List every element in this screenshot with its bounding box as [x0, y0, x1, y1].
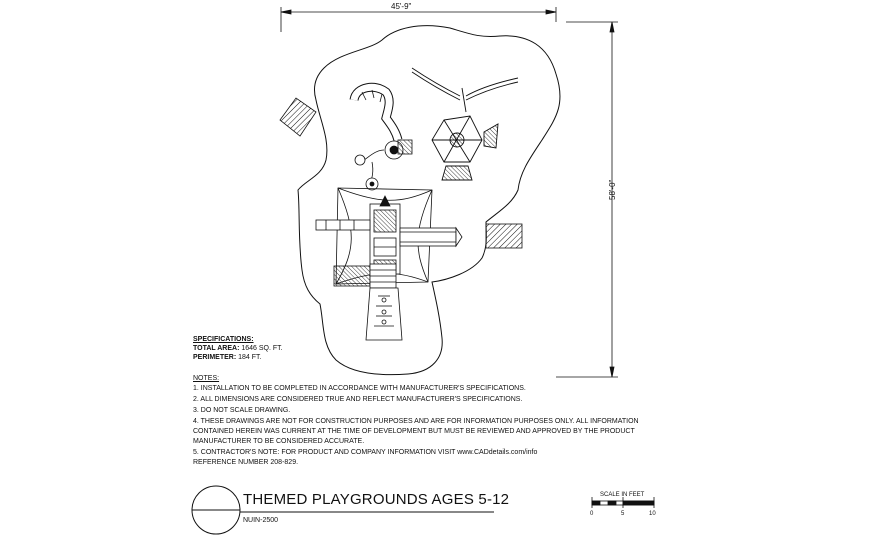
scale-tick-label: 5	[621, 511, 625, 517]
scale-tick-label: 0	[590, 511, 594, 517]
stair-ladder	[333, 263, 397, 289]
play-tower	[369, 195, 401, 275]
height-dimension-line	[556, 21, 618, 378]
drawing-subtitle: NUIN-2500	[243, 517, 279, 524]
specifications-heading: SPECIFICATIONS:	[193, 336, 254, 343]
note-line: 5. CONTRACTOR'S NOTE: FOR PRODUCT AND CO…	[193, 449, 538, 456]
net-climber-dome	[431, 115, 499, 181]
total-area-value: 1646 SQ. FT.	[241, 345, 283, 352]
straight-slide	[365, 287, 403, 341]
total-area-row: TOTAL AREA: 1646 SQ. FT.	[193, 344, 283, 353]
bridge-walkway	[399, 226, 463, 248]
note-line: 2. ALL DIMENSIONS ARE CONSIDERED TRUE AN…	[193, 396, 523, 403]
note-line: 1. INSTALLATION TO BE COMPLETED IN ACCOR…	[193, 385, 526, 392]
scale-bar	[591, 497, 655, 508]
tube-slide	[349, 82, 403, 142]
note-line: MANUFACTURER TO BE CONSIDERED ACCURATE.	[193, 438, 365, 445]
total-area-label: TOTAL AREA:	[193, 345, 240, 352]
perimeter-value: 184 FT.	[238, 354, 262, 361]
note-line: REFERENCE NUMBER 208-829.	[193, 459, 299, 466]
note-line: 3. DO NOT SCALE DRAWING.	[193, 407, 291, 414]
left-hatched-pad	[279, 97, 317, 137]
left-deck-arm	[315, 219, 371, 231]
overhead-rope-line	[411, 67, 519, 113]
chain-climber	[354, 139, 413, 191]
scale-tick-label: 10	[649, 511, 656, 517]
notes-heading: NOTES:	[193, 375, 220, 382]
drawing-title: THEMED PLAYGROUNDS AGES 5-12	[243, 491, 510, 508]
perimeter-row: PERIMETER: 184 FT.	[193, 353, 261, 362]
play-area-boundary	[297, 25, 561, 376]
right-hatched-pad	[485, 223, 523, 249]
height-dimension-label: 58'-0"	[608, 179, 617, 200]
note-line: CONTAINED HEREIN WAS CURRENT AT THE TIME…	[193, 428, 635, 435]
width-dimension-line	[280, 7, 557, 32]
perimeter-label: PERIMETER:	[193, 354, 237, 361]
scale-label: SCALE IN FEET	[600, 492, 645, 498]
note-line: 4. THESE DRAWINGS ARE NOT FOR CONSTRUCTI…	[193, 418, 639, 425]
title-circle-symbol	[191, 485, 241, 535]
width-dimension-label: 45'-9"	[391, 2, 412, 11]
